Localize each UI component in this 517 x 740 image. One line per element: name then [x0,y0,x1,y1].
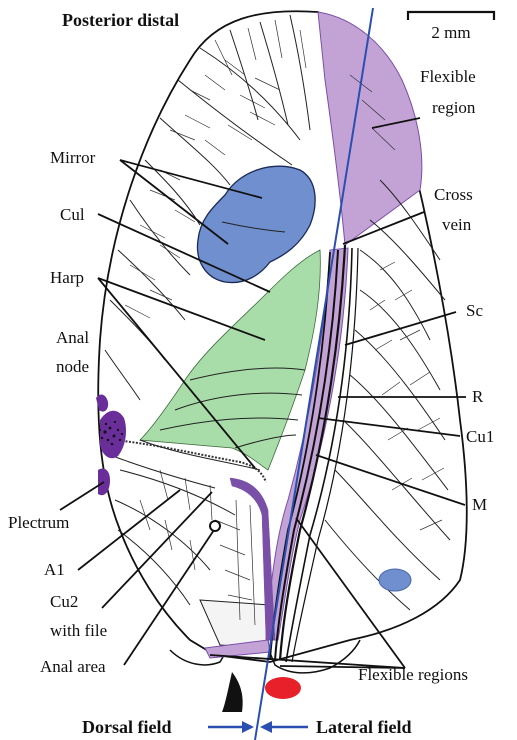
label-r: R [472,387,484,406]
pointer-plectrum [60,482,104,510]
label-mirror: Mirror [50,148,96,167]
label-flexible-region-1: Flexible [420,67,476,86]
label-cu2-2: with file [50,621,107,640]
label-plectrum: Plectrum [8,513,69,532]
label-cross-vein-2: vein [442,215,472,234]
label-harp: Harp [50,268,84,287]
scale-bar-label: 2 mm [431,23,470,42]
scale-bar: 2 mm [408,12,494,42]
red-spot [265,677,301,699]
label-cu2-1: Cu2 [50,592,78,611]
lateral-blue-spot [379,569,411,591]
label-m: M [472,495,487,514]
label-anal-node-2: node [56,357,89,376]
figure-title: Posterior distal [62,10,179,30]
label-cross-vein-1: Cross [434,185,473,204]
label-sc: Sc [466,301,483,320]
label-dorsal-field: Dorsal field [82,717,172,737]
label-flexible-region-2: region [432,98,476,117]
label-anal-node-1: Anal [56,328,89,347]
label-lateral-field: Lateral field [316,717,411,737]
label-a1: A1 [44,560,65,579]
black-spike [222,672,243,712]
label-flexible-regions: Flexible regions [358,665,468,684]
anal-area-marker [210,521,220,531]
dorsal-arrow [208,721,254,733]
label-cu1: Cu1 [466,427,494,446]
lateral-arrow [260,721,308,733]
label-anal-area: Anal area [40,657,106,676]
label-cul: Cul [60,205,85,224]
